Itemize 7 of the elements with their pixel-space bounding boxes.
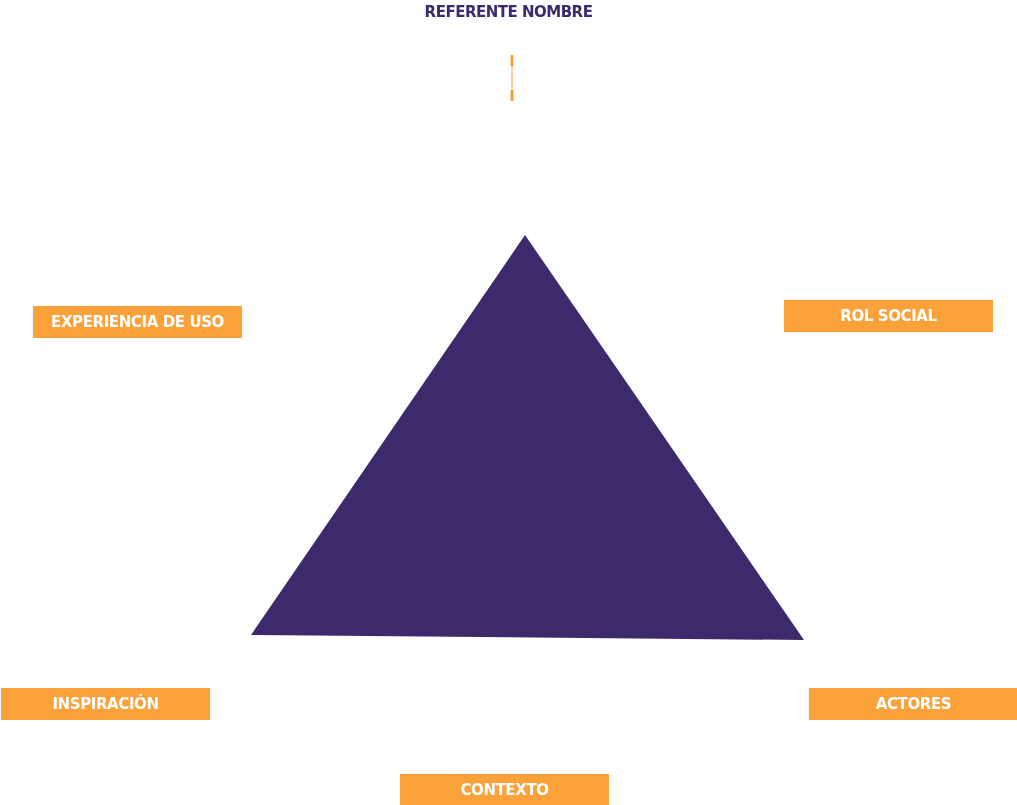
- title: REFERENTE NOMBRE: [423, 3, 594, 21]
- label-tag: ROL SOCIAL: [784, 300, 993, 332]
- label-tag: CONTEXTO: [400, 774, 609, 805]
- label-tag: EXPERIENCIA DE USO: [33, 306, 242, 338]
- label-tag: ACTORES: [809, 688, 1017, 720]
- triangle-shape: [251, 235, 804, 640]
- label-tag: INSPIRACIÓN: [1, 688, 210, 720]
